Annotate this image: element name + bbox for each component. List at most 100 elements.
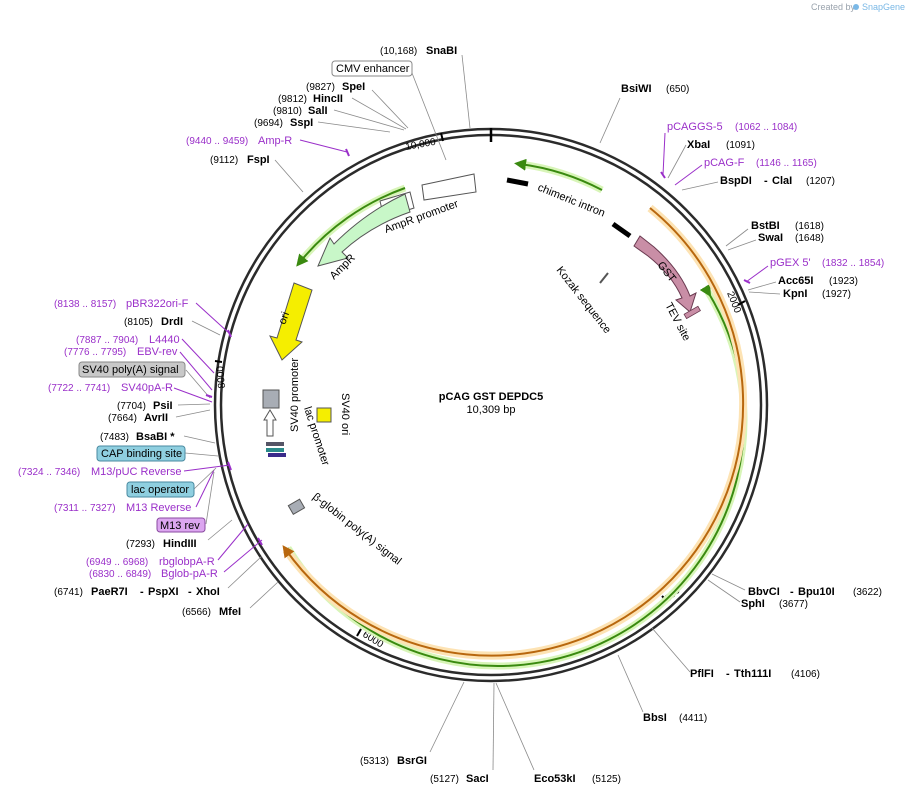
leader-bsrgi <box>429 681 465 753</box>
leader-pgex5 <box>745 265 769 283</box>
m13rev-pos: (7311 .. 7327) <box>54 503 116 514</box>
tick-8000-mark <box>214 360 223 363</box>
hindiii-pos: (7293) <box>126 539 155 550</box>
leader-m13rev-box <box>205 471 215 525</box>
kpni-label: KpnI <box>783 288 807 300</box>
cap-label: CAP binding site <box>101 448 182 460</box>
paer7i-label: PaeR7I <box>91 586 128 598</box>
m13rev-label: M13 Reverse <box>126 502 191 514</box>
bsrgi-pos: (5313) <box>360 756 389 767</box>
saci-label: SacI <box>466 773 489 785</box>
leader-ebv <box>179 351 213 391</box>
pcaggs5-label: pCAGGS-5 <box>667 121 723 133</box>
bglob-pos: (6830 .. 6849) <box>89 569 151 580</box>
leader-acc65i <box>747 281 777 291</box>
leader-cap <box>184 452 219 457</box>
primer-tick-pgex <box>743 279 751 284</box>
saci-pos: (5127) <box>430 774 459 785</box>
leader-hindiii <box>207 519 233 541</box>
leader-lacop <box>193 467 217 490</box>
pbr322-label: pBR322ori-F <box>126 298 189 310</box>
bbsi-label: BbsI <box>643 712 667 724</box>
primer-tick-pcaggs5 <box>660 171 666 179</box>
bstbi-pos: (1618) <box>795 221 824 232</box>
leader-psii <box>177 403 211 406</box>
leader-swai <box>727 239 757 251</box>
bsabi-label: BsaBI * <box>136 431 175 443</box>
bbvci-pos: (3622) <box>853 587 882 598</box>
mfei-label: MfeI <box>219 606 241 618</box>
avrii-pos: (7664) <box>108 413 137 424</box>
leader-bspdi <box>681 181 719 191</box>
pflfi-pos: (4106) <box>791 669 820 680</box>
pbr322-pos: (8138 .. 8157) <box>54 299 116 310</box>
swai-label: SwaI <box>758 232 783 244</box>
cap-box <box>96 445 186 462</box>
sali-label: SalI <box>308 105 328 117</box>
leader-kpni <box>748 291 781 295</box>
avrii-label: AvrII <box>144 412 168 424</box>
m13rev-box-label: M13 rev <box>160 520 200 532</box>
drdi-label: DrdI <box>161 316 183 328</box>
leader-snabi <box>461 54 471 129</box>
leader-spei <box>371 89 409 129</box>
acc65i-pos: (1923) <box>829 276 858 287</box>
drdi-pos: (8105) <box>124 317 153 328</box>
hincii-pos: (9812) <box>278 94 307 105</box>
bsiwi-pos: (650) <box>666 84 689 95</box>
bspdi-pos: (1207) <box>806 176 835 187</box>
xbai-pos: (1091) <box>726 140 755 151</box>
credit-brand: SnapGene <box>862 2 905 12</box>
snabi-label: SnaBI <box>426 45 457 57</box>
chimeric-intron-mark-1 <box>506 177 529 187</box>
feature-kozak-mark <box>599 272 609 284</box>
leader-avrii <box>175 409 211 418</box>
credit-prefix: Created by <box>811 2 856 12</box>
tick-10000: 10,000 <box>405 137 437 153</box>
pcagf-label: pCAG-F <box>704 157 745 169</box>
feature-sv40-arrow <box>263 409 277 437</box>
eco53ki-label: Eco53kI <box>534 773 576 785</box>
m13rev-box <box>156 517 206 533</box>
clai-label: - <box>764 175 768 187</box>
bbsi-pos: (4411) <box>679 713 707 724</box>
sspi-label: SspI <box>290 117 313 129</box>
rbglob-label: rbglobpA-R <box>159 556 215 568</box>
fspi-label: FspI <box>247 154 270 166</box>
tick-2000-mark <box>737 300 746 306</box>
leader-sali <box>333 109 405 131</box>
tth111i-label: Tth111I <box>734 668 771 680</box>
feature-ori: ori <box>277 310 292 326</box>
sspi-pos: (9694) <box>254 118 283 129</box>
bsiwi-label: BsiWI <box>621 83 652 95</box>
paer7i-dash2: - <box>188 586 192 598</box>
xbai-label: XbaI <box>687 139 710 151</box>
plasmid-name: pCAG GST DEPDC5 <box>439 391 544 403</box>
leader-hincii <box>351 97 407 130</box>
feature-cap-mark <box>266 442 284 446</box>
hincii-label: HincII <box>313 93 343 105</box>
leader-sphi <box>707 579 741 603</box>
primer-tick-pbr322 <box>227 329 232 338</box>
feature-betaglobin: β-globin poly(A) signal <box>310 491 403 568</box>
leader-rbglob <box>217 523 249 561</box>
leader-eco53ki <box>495 682 535 771</box>
sv40polya-label: SV40 poly(A) signal <box>82 364 179 376</box>
leader-m13rev <box>195 469 215 508</box>
leader-mfei <box>249 581 279 609</box>
pcaggs5-pos: (1062 .. 1084) <box>735 122 797 133</box>
swai-pos: (1648) <box>795 233 824 244</box>
sv40pa-label: SV40pA-R <box>121 382 173 394</box>
feature-ampr-arrow <box>317 193 411 267</box>
leader-bbvci <box>711 573 746 591</box>
bglob-label: Bglob-pA-R <box>161 568 218 580</box>
mfei-pos: (6566) <box>182 607 211 618</box>
pflfi-dash: - <box>726 668 730 680</box>
snabi-pos: (10,168) <box>380 46 417 57</box>
leader-bbsi <box>617 654 644 713</box>
leader-cmv <box>411 72 447 161</box>
pgex5-pos: (1832 .. 1854) <box>822 258 884 269</box>
bpu10i-label: Bpu10I <box>798 586 835 598</box>
pspxi-label: PspXI <box>148 586 179 598</box>
plasmid-size: 10,309 bp <box>467 404 516 416</box>
